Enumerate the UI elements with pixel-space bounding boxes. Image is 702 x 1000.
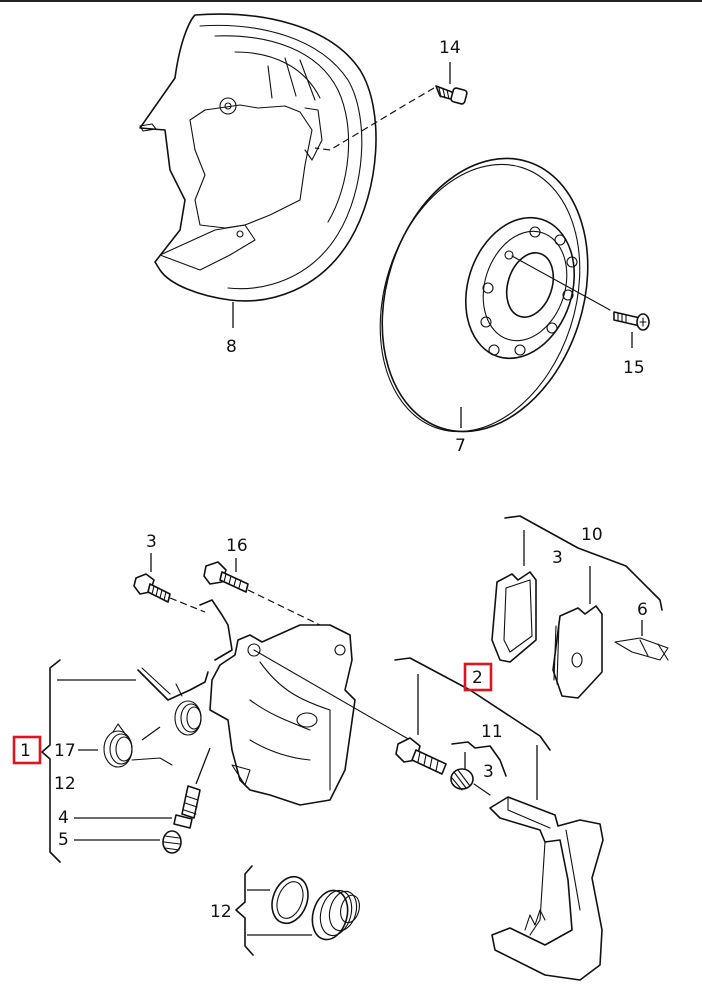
brake-pad-inner-part[interactable] [491,571,537,663]
screw-15-part[interactable] [613,311,650,331]
callout-16[interactable]: 16 [226,536,248,556]
bleeder-axis [195,747,211,785]
callout-7[interactable]: 7 [455,436,466,456]
spring-link [141,726,161,741]
callout-3-pads[interactable]: 3 [552,548,563,568]
sleeve-axis [473,783,491,796]
bleeder-valve-4-part[interactable] [173,785,201,829]
callout-5[interactable]: 5 [58,830,69,850]
callout-4[interactable]: 4 [58,808,69,828]
callout-14[interactable]: 14 [439,38,461,58]
bracket-group-10 [504,515,663,611]
callout-11[interactable]: 11 [481,722,503,742]
pad-spring-clip-6-part[interactable] [614,637,669,661]
caliper-axis [253,649,411,741]
bracket-group-12 [235,865,254,956]
callout-2-box [463,662,493,692]
caliper-part[interactable] [199,599,356,806]
guide-bolt-part[interactable] [395,737,447,775]
callout-2[interactable]: 2 [472,668,483,688]
splash-guard-part[interactable] [139,13,377,302]
callout-12-group[interactable]: 12 [54,774,76,794]
bolt-16-part[interactable] [203,561,249,593]
leader-15-axis [511,255,611,311]
callout-3-sleeve[interactable]: 3 [483,762,494,782]
brake-disc-part[interactable] [347,132,621,459]
callout-17[interactable]: 17 [54,741,76,761]
bolt-16-axis [247,589,321,626]
bolt-14-part[interactable] [435,85,468,105]
callout-8[interactable]: 8 [226,337,237,357]
piston-boot-part[interactable] [307,886,362,943]
bracket-group-11 [451,741,507,777]
callout-1-box [12,735,42,765]
top-border [0,0,702,2]
leader-14-axis [314,87,435,151]
spring-17-part[interactable] [103,700,202,768]
guide-sleeve-part[interactable] [450,768,474,791]
callout-12-seal[interactable]: 12 [210,902,232,922]
callout-3-bolt[interactable]: 3 [146,532,157,552]
callout-6[interactable]: 6 [637,600,648,620]
dust-cap-5-part[interactable] [162,830,182,854]
callout-15[interactable]: 15 [623,358,645,378]
seal-ring-part[interactable] [266,872,314,929]
handbrake-lever-part[interactable] [137,667,209,701]
bolt-3-axis [169,597,206,613]
callout-1[interactable]: 1 [20,741,31,761]
brake-pad-outer-part[interactable] [552,605,603,699]
caliper-carrier-part[interactable] [489,796,604,981]
bracket-group-1 [41,659,61,863]
bolt-3-part[interactable] [133,573,171,603]
callout-10[interactable]: 10 [581,525,603,545]
